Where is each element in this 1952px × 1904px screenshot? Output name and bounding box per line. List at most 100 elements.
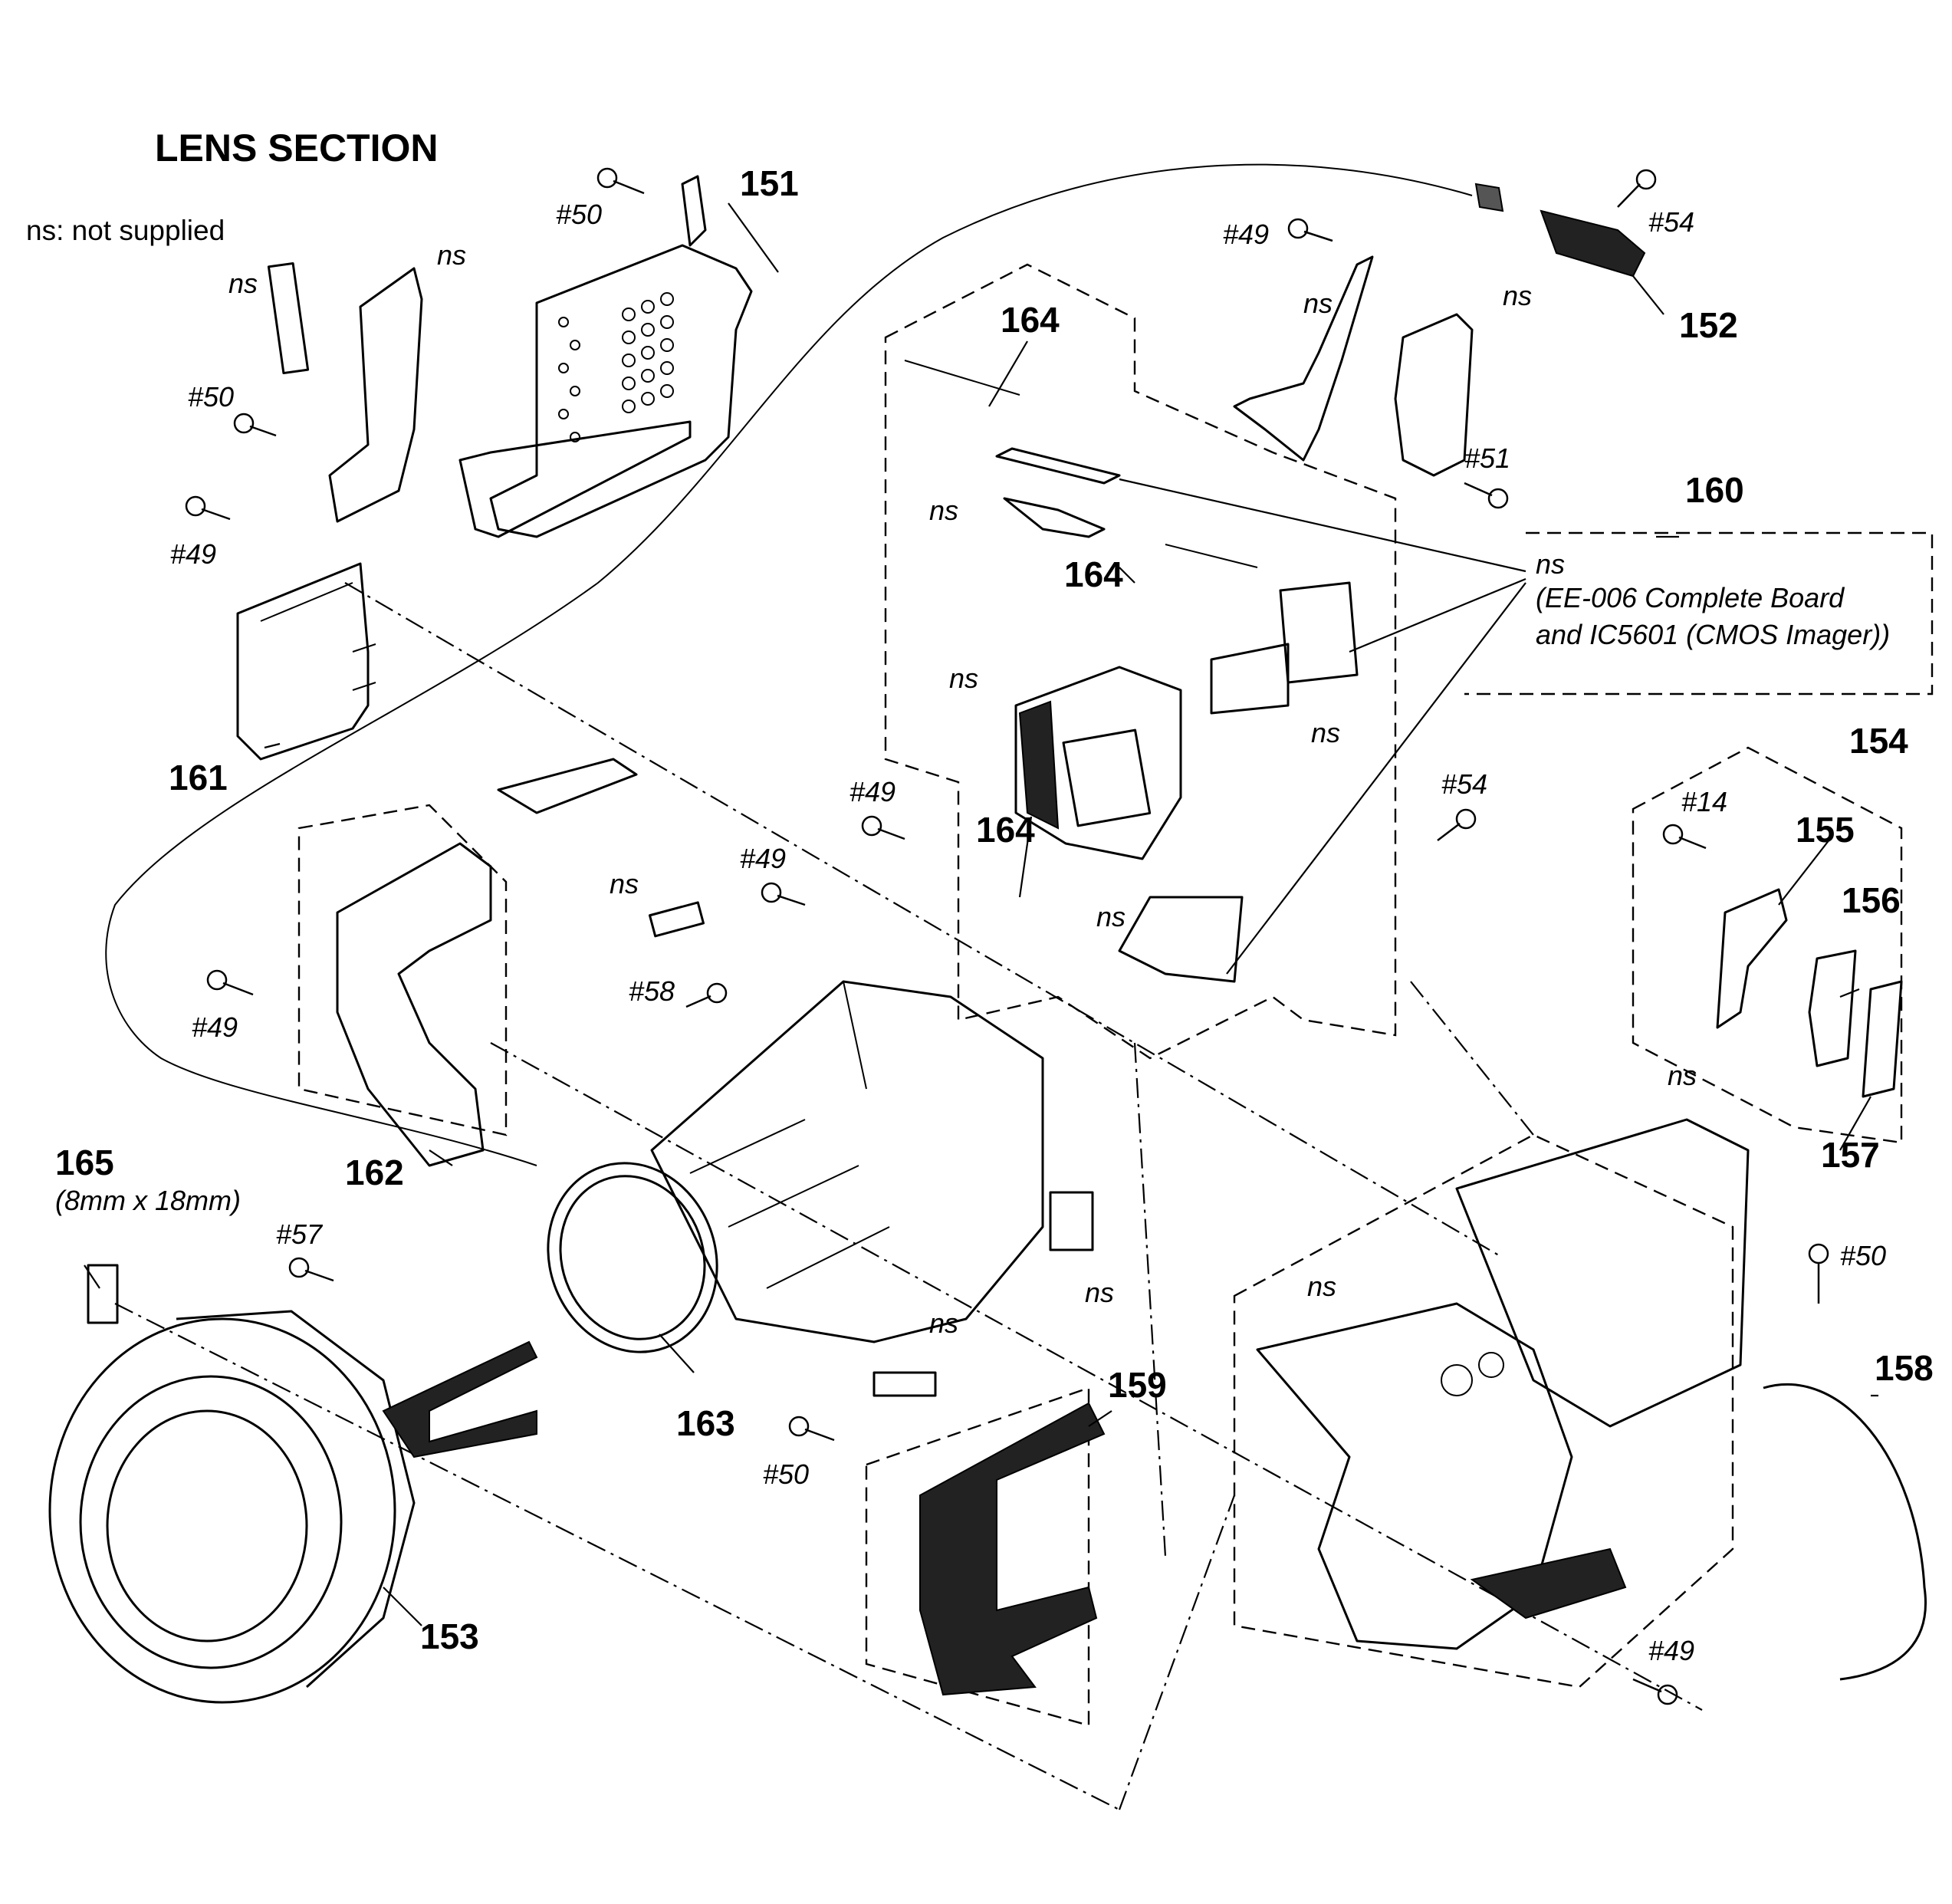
label-screw-49-mid: #49 <box>740 843 786 874</box>
label-screw-49-top: #49 <box>1223 219 1269 250</box>
label-screw-58: #58 <box>629 975 675 1007</box>
shutter-group-box <box>1632 746 1903 1144</box>
chassis-outline-curve <box>105 163 1473 1166</box>
label-156: 156 <box>1842 880 1901 920</box>
part-158-arc-strap <box>1763 1383 1927 1681</box>
label-screw-57: #57 <box>276 1218 324 1250</box>
screw-50c <box>788 1416 835 1442</box>
part-162-frame <box>336 758 638 1167</box>
label-screw-54-right: #54 <box>1441 768 1487 800</box>
ns-label-1: ns <box>228 268 258 299</box>
screw-54b <box>1437 808 1477 841</box>
sensor-group-box <box>884 263 1397 1060</box>
label-163: 163 <box>676 1403 735 1443</box>
axis-line-2 <box>490 1042 1703 1711</box>
label-screw-49-lower-left: #49 <box>192 1011 238 1043</box>
shutter-group-parts <box>1716 888 1903 1098</box>
ns-label-10: ns <box>1668 1060 1697 1091</box>
part-151-rear-plate <box>458 175 753 538</box>
ns-label-2: ns <box>437 239 466 271</box>
frame-162-box <box>297 804 508 1136</box>
label-157: 157 <box>1821 1135 1880 1175</box>
callout-ns: ns <box>1536 548 1565 580</box>
label-152: 152 <box>1679 305 1738 345</box>
ns-label-3: ns <box>1303 288 1333 319</box>
label-screw-14: #14 <box>1681 786 1727 817</box>
callout-line-1: (EE-006 Complete Board <box>1536 582 1845 613</box>
label-screw-51: #51 <box>1464 442 1510 474</box>
callout-line-2: and IC5601 (CMOS Imager)) <box>1536 619 1890 650</box>
small-sticker-1 <box>648 901 705 938</box>
axis-line-3 <box>114 1303 1120 1810</box>
screw-14 <box>1662 824 1707 850</box>
screw-49d <box>761 882 806 906</box>
ee006-board-callout-box <box>1464 531 1934 696</box>
axis-line-1 <box>344 582 1503 1258</box>
label-154: 154 <box>1849 721 1908 761</box>
part-161-bracket <box>236 562 376 761</box>
label-164-middle: 164 <box>1064 554 1123 594</box>
screw-49c <box>861 815 905 840</box>
diagram-title: LENS SECTION <box>155 127 438 169</box>
ns-label-6: ns <box>949 663 978 694</box>
left-bracket-plate <box>267 261 423 523</box>
lens-flex-cable <box>382 1340 538 1458</box>
label-155: 155 <box>1796 810 1855 850</box>
lens-base-housing <box>1256 1118 1750 1650</box>
screw-51 <box>1464 482 1509 509</box>
small-sticker-3 <box>872 1371 937 1397</box>
part-159-flex-board <box>919 1402 1106 1696</box>
part-163-lens-barrel <box>547 980 1044 1353</box>
label-165: 165 <box>55 1143 114 1182</box>
lens-base-group-box <box>1233 1133 1734 1689</box>
sensor-assembly <box>904 360 1359 983</box>
ns-label-4: ns <box>1503 280 1532 311</box>
small-sticker-2 <box>1049 1191 1094 1251</box>
label-screw-49-bottom-right: #49 <box>1648 1635 1694 1666</box>
part-165-sticker <box>87 1264 119 1324</box>
ns-label-7: ns <box>1311 717 1340 748</box>
label-screw-50-top: #50 <box>556 199 602 230</box>
top-bracket-pair <box>1233 255 1474 477</box>
label-159: 159 <box>1108 1365 1167 1405</box>
label-screw-50-bottom: #50 <box>763 1458 809 1490</box>
screws <box>185 167 1829 1705</box>
axis-line-5 <box>1410 981 1534 1136</box>
screw-49a <box>185 495 231 521</box>
ns-label-12: ns <box>929 1307 958 1339</box>
label-screw-49-center: #49 <box>849 776 895 807</box>
label-165-size: (8mm x 18mm) <box>55 1185 241 1216</box>
label-screw-50-right: #50 <box>1840 1240 1886 1271</box>
label-162: 162 <box>345 1153 404 1192</box>
screw-54a <box>1617 169 1657 208</box>
axis-line-4 <box>1118 1495 1236 1810</box>
label-screw-54-top: #54 <box>1648 206 1694 238</box>
part-153-front-ring <box>48 1310 416 1704</box>
screw-58 <box>685 982 728 1008</box>
screw-49b <box>1287 218 1333 242</box>
part-152-connector-board <box>1474 183 1646 278</box>
screw-50a <box>596 167 645 195</box>
screw-49f <box>1632 1678 1678 1705</box>
ns-label-5: ns <box>929 495 958 526</box>
label-160: 160 <box>1685 470 1744 510</box>
screw-49e <box>206 969 254 996</box>
screw-57 <box>288 1257 334 1282</box>
leader-lines <box>84 202 1878 1626</box>
label-151: 151 <box>740 163 799 203</box>
screw-50d <box>1808 1243 1829 1304</box>
label-158: 158 <box>1875 1348 1934 1388</box>
label-164-top: 164 <box>1001 300 1060 340</box>
not-supplied-note: ns: not supplied <box>26 215 225 246</box>
ns-label-11: ns <box>1085 1277 1114 1308</box>
label-161: 161 <box>169 758 228 797</box>
screw-50b <box>233 413 277 437</box>
label-153: 153 <box>420 1616 479 1656</box>
axis-line-6 <box>1133 1042 1167 1557</box>
ns-label-9: ns <box>610 868 639 899</box>
flex-board-group-box <box>865 1386 1090 1727</box>
ns-label-13: ns <box>1307 1271 1336 1302</box>
label-screw-50-left: #50 <box>188 381 234 413</box>
label-screw-49-left: #49 <box>170 538 216 570</box>
